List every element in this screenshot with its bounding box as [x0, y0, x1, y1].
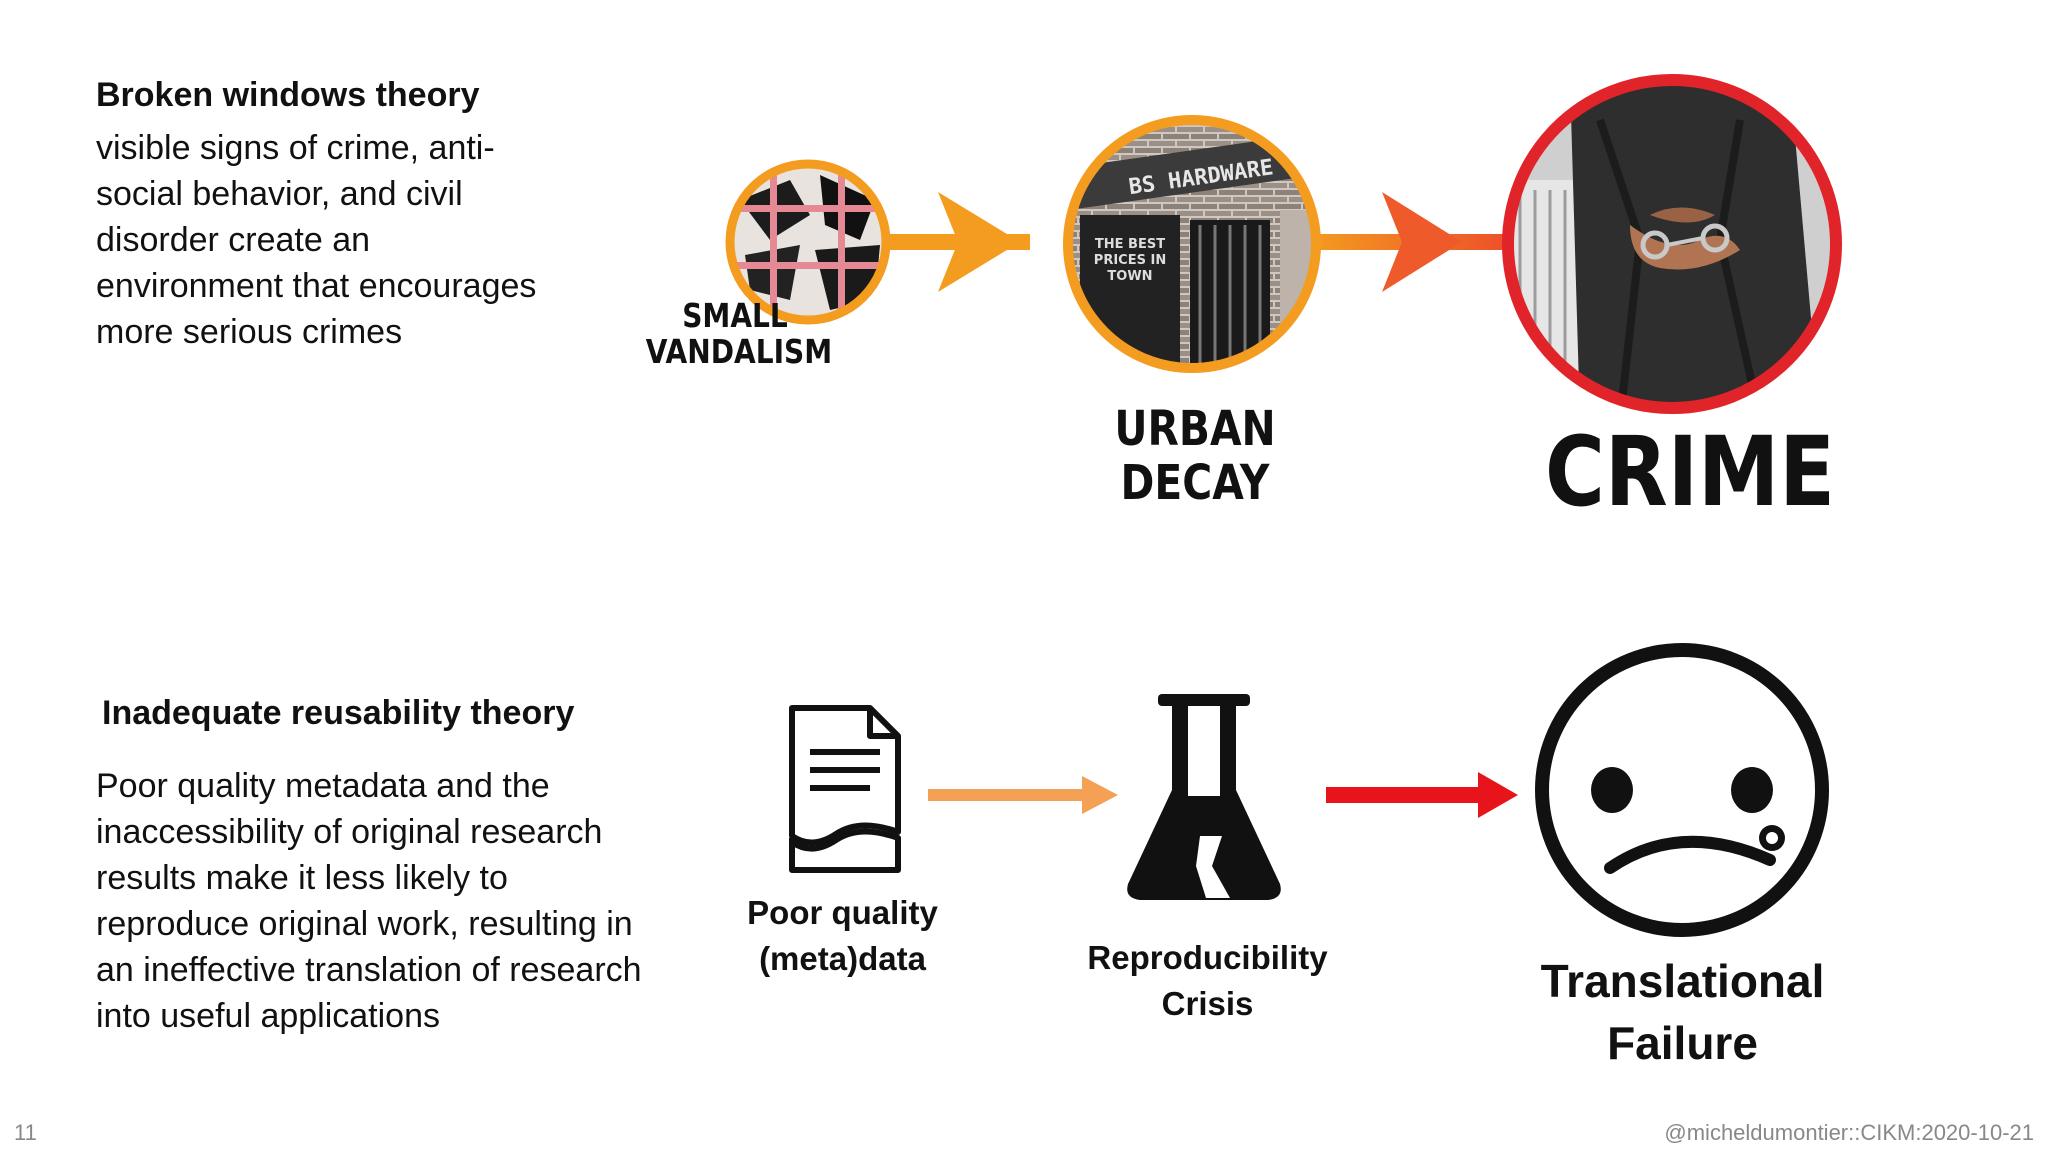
- broken-windows-block: Broken windows theory visible signs of c…: [96, 76, 556, 355]
- svg-text:TOWN: TOWN: [1107, 269, 1152, 284]
- crime-image: [1502, 74, 1842, 414]
- label-crime: CRIME: [1544, 416, 1836, 528]
- label-reproducibility-crisis: Reproducibility Crisis: [1087, 939, 1328, 1022]
- reusability-block: Inadequate reusability theory Poor quali…: [96, 694, 656, 1039]
- reusability-description: Poor quality metadata and the inaccessib…: [96, 767, 642, 1035]
- svg-text:PRICES IN: PRICES IN: [1094, 253, 1166, 268]
- broken-window-image: [725, 159, 891, 325]
- label-small-vandalism: SMALL VANDALISM: [645, 296, 833, 371]
- urban-decay-image: BS HARDWARE THE BEST PRICES IN TOWN: [1063, 115, 1321, 373]
- page-number: 11: [14, 1120, 37, 1145]
- broken-windows-heading: Broken windows theory: [96, 76, 480, 114]
- top-arrow-2: [1310, 192, 1520, 292]
- reusability-heading: Inadequate reusability theory: [102, 694, 575, 732]
- sad-face-icon: [1535, 643, 1829, 937]
- label-poor-quality-metadata: Poor quality (meta)data: [747, 894, 938, 977]
- label-urban-decay: URBAN DECAY: [1114, 401, 1276, 511]
- flask-icon: [1127, 694, 1281, 900]
- document-icon: [789, 705, 901, 873]
- svg-text:THE BEST: THE BEST: [1095, 237, 1165, 252]
- bottom-arrow-1: [928, 776, 1118, 814]
- bottom-arrow-2: [1326, 772, 1518, 818]
- label-translational-failure: Translational Failure: [1540, 955, 1825, 1069]
- top-arrow-1: [880, 192, 1030, 292]
- broken-windows-description: visible signs of crime, anti-social beha…: [96, 129, 537, 351]
- footer-credit: @micheldumontier::CIKM:2020-10-21: [1664, 1120, 2034, 1145]
